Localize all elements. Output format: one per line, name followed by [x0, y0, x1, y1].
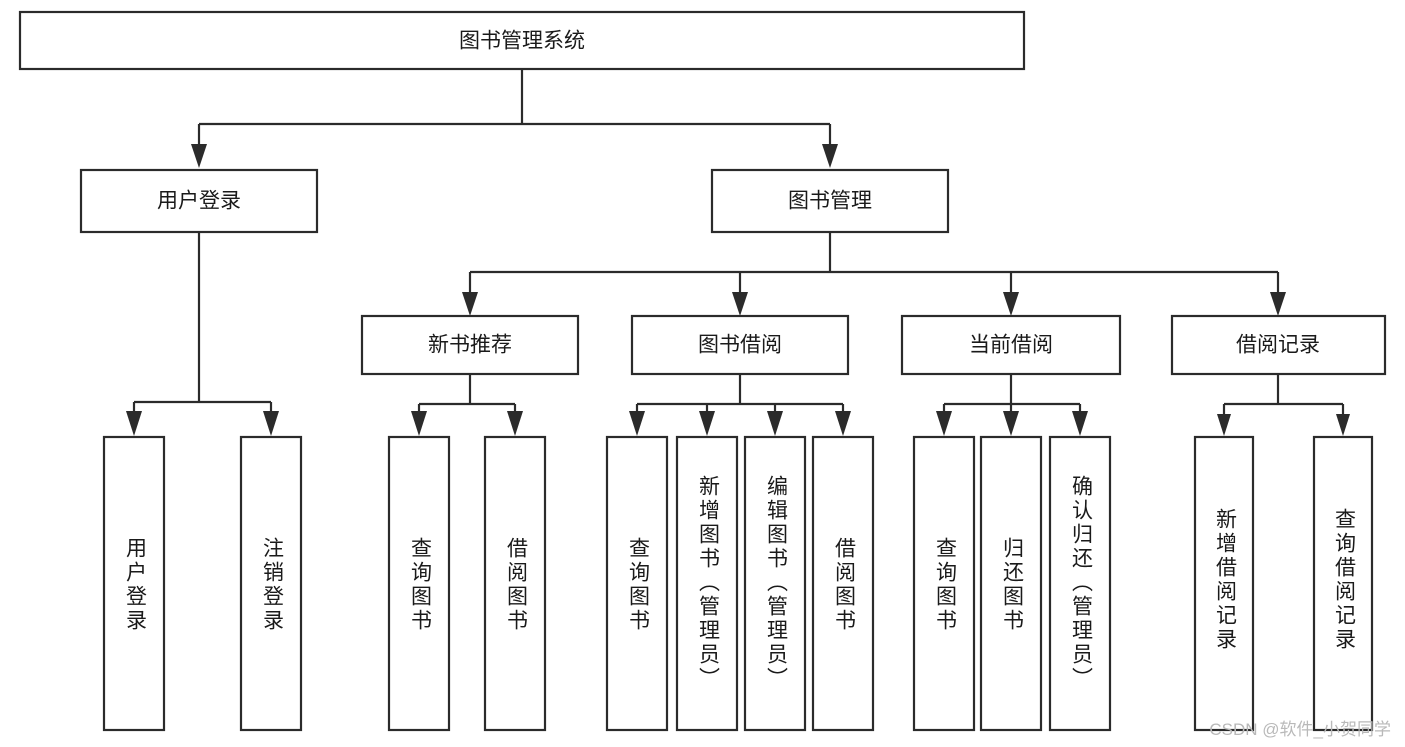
leaf-borrow-book-2-box[interactable]	[811, 435, 875, 732]
arrow-root-to-user-login	[191, 144, 207, 168]
node-current-borrow-label: 当前借阅	[969, 334, 1053, 357]
arrow-user-login-leaf1	[126, 411, 142, 436]
leaf-add-record-box[interactable]	[1193, 435, 1255, 732]
arrow-bb-leaf4	[835, 411, 851, 436]
leaf-edit-book-box[interactable]	[743, 435, 807, 732]
leaf-query-book-1[interactable]: 查询图书	[387, 435, 451, 732]
node-book-borrow-box[interactable]	[630, 314, 850, 376]
leaf-query-book-2-label: 查询图书	[626, 537, 650, 633]
node-borrow-record[interactable]: 借阅记录	[1170, 314, 1387, 376]
node-new-book-rec[interactable]: 新书推荐	[360, 314, 580, 376]
leaf-logout-login[interactable]: 注销登录	[239, 435, 303, 732]
leaf-logout-login-label: 注销登录	[260, 537, 284, 633]
connector-group-current-borrow	[936, 374, 1088, 436]
connector-group-user-login	[126, 232, 279, 436]
node-current-borrow[interactable]: 当前借阅	[900, 314, 1122, 376]
leaf-user-login-label: 用户登录	[123, 537, 147, 633]
node-root[interactable]: 图书管理系统	[18, 10, 1026, 71]
arrow-bm-to-new-book-rec	[462, 292, 478, 316]
node-user-login[interactable]: 用户登录	[79, 168, 319, 234]
node-borrow-record-box[interactable]	[1170, 314, 1387, 376]
node-book-borrow-label: 图书借阅	[698, 334, 782, 357]
connector-group-new-book-rec	[411, 374, 523, 436]
node-root-label: 图书管理系统	[459, 30, 585, 53]
leaf-borrow-book-2[interactable]: 借阅图书	[811, 435, 875, 732]
leaf-add-book[interactable]: 新增图书（管理员）	[675, 435, 739, 732]
node-book-borrow[interactable]: 图书借阅	[630, 314, 850, 376]
arrow-bb-leaf1	[629, 411, 645, 436]
node-book-manage[interactable]: 图书管理	[710, 168, 950, 234]
arrow-bb-leaf3	[767, 411, 783, 436]
arrow-bm-to-book-borrow	[732, 292, 748, 316]
leaf-add-record[interactable]: 新增借阅记录	[1193, 435, 1255, 732]
leaf-query-book-2[interactable]: 查询图书	[605, 435, 669, 732]
arrow-nbr-leaf2	[507, 411, 523, 436]
node-root-box[interactable]	[18, 10, 1026, 71]
arrow-nbr-leaf1	[411, 411, 427, 436]
leaf-logout-login-box[interactable]	[239, 435, 303, 732]
leaf-return-book-box[interactable]	[979, 435, 1043, 732]
leaf-user-login[interactable]: 用户登录	[102, 435, 166, 732]
leaf-query-book-1-box[interactable]	[387, 435, 451, 732]
leaf-query-book-1-label: 查询图书	[408, 537, 432, 633]
arrow-cb-leaf1	[936, 411, 952, 436]
leaf-borrow-book-2-label: 借阅图书	[832, 537, 856, 633]
leaf-query-record-label: 查询借阅记录	[1332, 508, 1356, 652]
node-user-login-label: 用户登录	[157, 190, 241, 213]
leaf-query-record[interactable]: 查询借阅记录	[1312, 435, 1374, 732]
connector-group-book-manage	[462, 232, 1286, 316]
leaf-query-book-3[interactable]: 查询图书	[912, 435, 976, 732]
leaf-query-book-2-box[interactable]	[605, 435, 669, 732]
leaf-add-book-box[interactable]	[675, 435, 739, 732]
leaf-confirm-return-label: 确认归还（管理员）	[1069, 475, 1093, 691]
leaf-confirm-return-box[interactable]	[1048, 435, 1112, 732]
node-new-book-rec-label: 新书推荐	[428, 334, 512, 357]
arrow-cb-leaf3	[1072, 411, 1088, 436]
leaf-borrow-book-1-box[interactable]	[483, 435, 547, 732]
node-user-login-box[interactable]	[79, 168, 319, 234]
leaf-query-record-box[interactable]	[1312, 435, 1374, 732]
node-book-manage-label: 图书管理	[788, 190, 872, 213]
leaf-user-login-box[interactable]	[102, 435, 166, 732]
connector-group-borrow-record	[1217, 374, 1350, 436]
connector-group-root	[191, 69, 838, 168]
leaf-query-book-3-box[interactable]	[912, 435, 976, 732]
arrow-bb-leaf2	[699, 411, 715, 436]
leaf-borrow-book-1[interactable]: 借阅图书	[483, 435, 547, 732]
node-current-borrow-box[interactable]	[900, 314, 1122, 376]
leaf-edit-book-label: 编辑图书（管理员）	[764, 475, 788, 691]
node-borrow-record-label: 借阅记录	[1236, 334, 1320, 357]
node-book-manage-box[interactable]	[710, 168, 950, 234]
arrow-cb-leaf2	[1003, 411, 1019, 436]
leaf-return-book[interactable]: 归还图书	[979, 435, 1043, 732]
connector-group-book-borrow	[629, 374, 851, 436]
arrow-root-to-book-manage	[822, 144, 838, 168]
arrow-bm-to-current-borrow	[1003, 292, 1019, 316]
leaf-query-book-3-label: 查询图书	[933, 537, 957, 633]
node-new-book-rec-box[interactable]	[360, 314, 580, 376]
arrow-user-login-leaf2	[263, 411, 279, 436]
arrow-br-leaf2	[1336, 414, 1350, 436]
leaf-edit-book[interactable]: 编辑图书（管理员）	[743, 435, 807, 732]
leaf-confirm-return[interactable]: 确认归还（管理员）	[1048, 435, 1112, 732]
leaf-add-book-label: 新增图书（管理员）	[696, 475, 720, 691]
leaf-borrow-book-1-label: 借阅图书	[504, 537, 528, 633]
leaf-return-book-label: 归还图书	[1000, 537, 1024, 633]
arrow-bm-to-borrow-record	[1270, 292, 1286, 316]
leaf-add-record-label: 新增借阅记录	[1213, 508, 1237, 652]
arrow-br-leaf1	[1217, 414, 1231, 436]
